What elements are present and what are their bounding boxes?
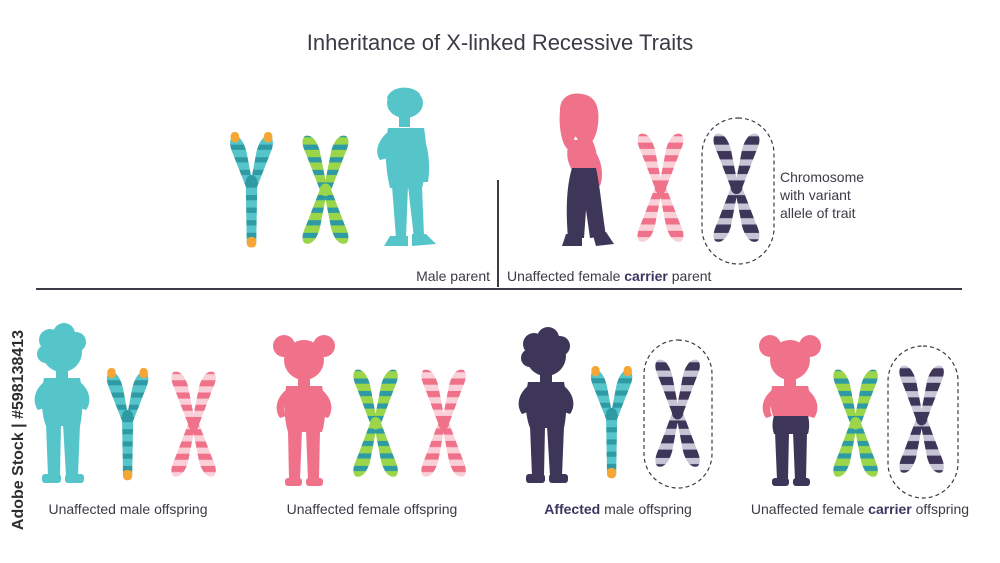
unaffected-male-offspring-y-chromosome bbox=[106, 368, 149, 481]
female-parent-figure bbox=[559, 93, 614, 246]
diagram-title: Inheritance of X-linked Recessive Traits bbox=[307, 30, 693, 55]
carrier-female-offspring-label: Unaffected female carrier offspring bbox=[751, 501, 969, 517]
affected-male-offspring-label: Affected male offspring bbox=[544, 501, 692, 517]
unaffected-female-offspring-label: Unaffected female offspring bbox=[287, 501, 458, 517]
unaffected-male-offspring-figure bbox=[34, 323, 90, 483]
carrier-female-offspring-figure bbox=[759, 335, 821, 486]
male-parent-x-chromosome bbox=[302, 135, 349, 244]
affected-male-offspring-figure bbox=[518, 327, 574, 483]
variant-allele-outline bbox=[701, 117, 775, 265]
unaffected-male-offspring-x-chromosome bbox=[171, 371, 216, 477]
affected-male-offspring-y-chromosome bbox=[590, 366, 633, 479]
legend-line-3: allele of trait bbox=[780, 205, 856, 221]
legend-line-1: Chromosome bbox=[780, 169, 864, 185]
female-parent-label: Unaffected female carrier parent bbox=[507, 268, 712, 284]
unaffected-female-offspring-figure bbox=[273, 335, 335, 486]
affected-male-variant-outline bbox=[643, 339, 713, 489]
legend-line-2: with variant bbox=[779, 187, 851, 203]
unaffected-male-offspring-label: Unaffected male offspring bbox=[48, 501, 207, 517]
carrier-female-offspring-normal-x-chromosome bbox=[833, 369, 878, 477]
unaffected-female-offspring-x1-chromosome bbox=[353, 369, 398, 477]
affected-male-offspring-variant-x-chromosome bbox=[655, 359, 700, 467]
unaffected-female-offspring-x2-chromosome bbox=[421, 369, 466, 477]
female-parent-variant-x-chromosome bbox=[713, 133, 760, 242]
carrier-female-offspring-variant-x-chromosome bbox=[899, 365, 944, 473]
female-parent-normal-x-chromosome bbox=[637, 133, 684, 242]
male-parent-label: Male parent bbox=[416, 268, 490, 284]
male-parent-figure bbox=[377, 87, 436, 246]
male-parent-y-chromosome bbox=[230, 132, 273, 248]
stock-watermark: Adobe Stock | #598138413 bbox=[10, 329, 27, 531]
carrier-female-variant-outline bbox=[887, 345, 959, 499]
